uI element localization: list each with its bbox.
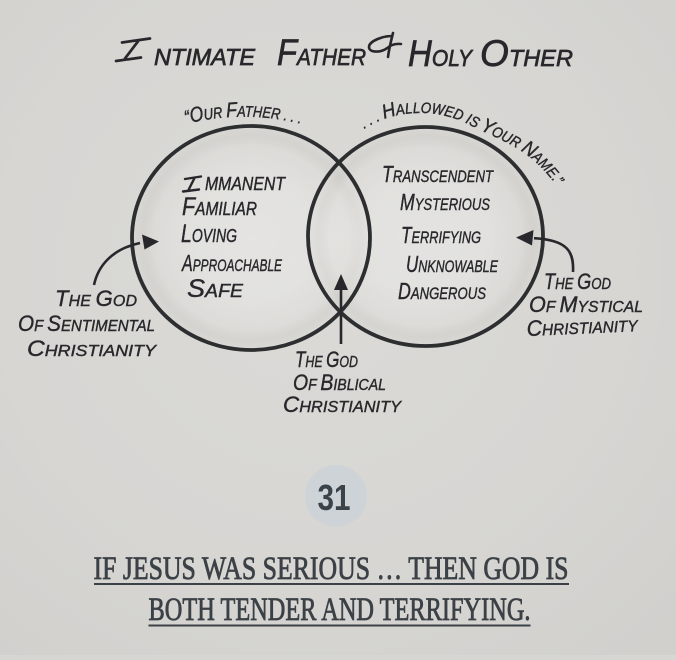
svg-text:BOTH TENDER AND TERRIFYING.: BOTH TENDER AND TERRIFYING. xyxy=(149,592,531,628)
svg-text:IF JESUS WAS SERIOUS … THEN GO: IF JESUS WAS SERIOUS … THEN GOD IS xyxy=(94,551,569,587)
svg-text:31: 31 xyxy=(318,477,351,518)
svg-text:MMANENT: MMANENT xyxy=(205,174,287,194)
svg-text:NTIMATE: NTIMATE xyxy=(154,44,255,70)
